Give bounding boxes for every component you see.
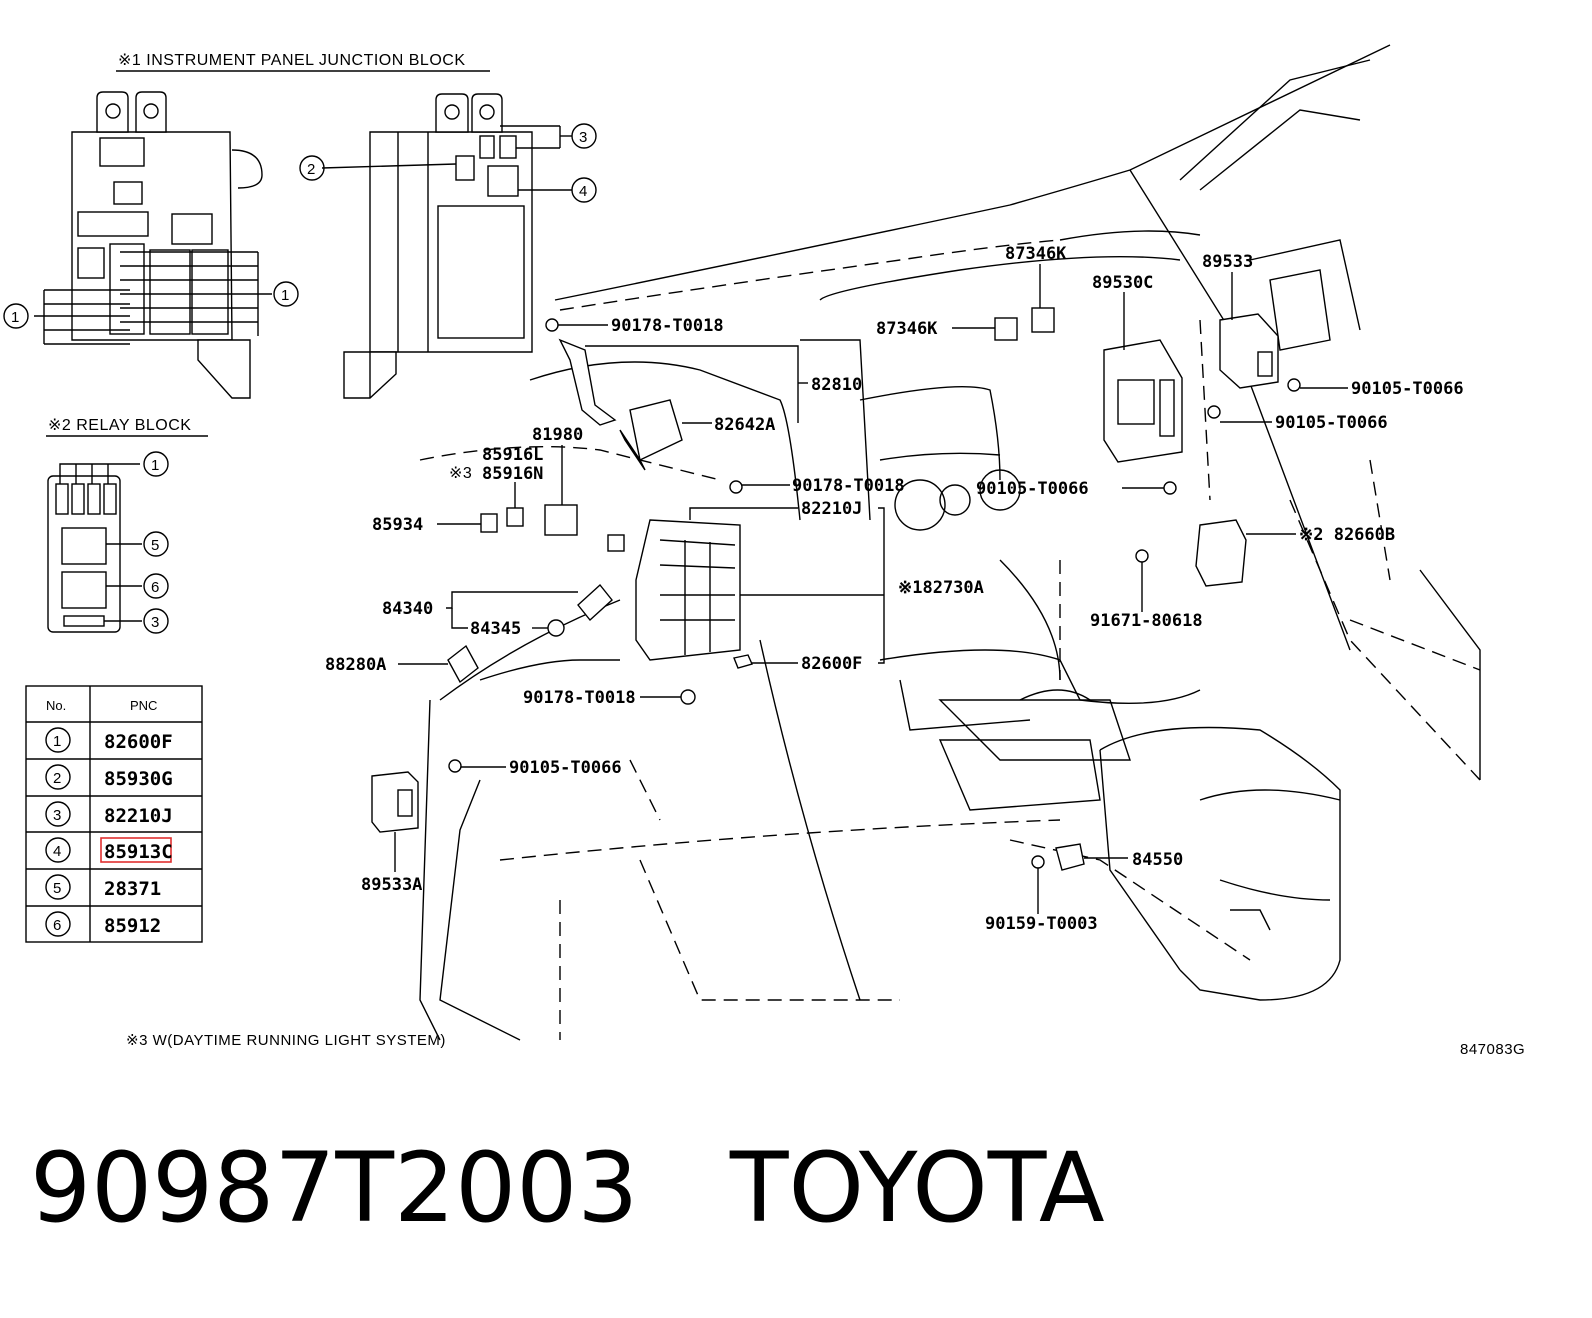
relay-85934 <box>480 513 498 533</box>
label-90105-T0066-c: 90105-T0066 <box>1275 413 1388 433</box>
junction-block-82730A <box>635 519 741 661</box>
part-84550 <box>1055 843 1085 871</box>
label-82642A: 82642A <box>714 415 775 435</box>
label-85916L: 85916L <box>482 445 543 465</box>
label-90105-T0066-b: 90105-T0066 <box>1351 379 1464 399</box>
label-90159-T0003: 90159-T0003 <box>985 914 1098 934</box>
bulb-84345 <box>547 619 565 637</box>
relay-block-82660B <box>1195 519 1247 587</box>
bolt-90105-b <box>1287 378 1301 392</box>
label-88280A: 88280A <box>325 655 386 675</box>
label-84550: 84550 <box>1132 850 1183 870</box>
callout-3-relay: 3 <box>151 614 159 631</box>
callout-1-junction-right: 1 <box>281 287 289 304</box>
label-82660B: ※2 82660B <box>1299 525 1395 545</box>
relay-82642A <box>619 399 683 471</box>
table-row-pnc: 28371 <box>104 878 161 900</box>
connector-84340 <box>577 583 613 622</box>
relay-block-heading: ※2 RELAY BLOCK <box>48 417 191 434</box>
table-row-no: 5 <box>53 880 61 897</box>
label-82210J: 82210J <box>801 499 862 519</box>
table-row-pnc: 82600F <box>104 731 173 753</box>
relay-81980 <box>544 504 578 536</box>
dashboard-outline <box>419 44 1481 1041</box>
table-row-pnc: 85912 <box>104 915 161 937</box>
part-number: 90987T2003 <box>30 1132 639 1244</box>
label-85916N: 85916N <box>482 464 543 484</box>
clip-82600F <box>733 654 753 669</box>
table-row-no: 2 <box>53 770 61 787</box>
pnc-table: No. PNC 1 82600F 2 85930G 3 82210J 4 859… <box>25 685 203 943</box>
module-89533 <box>1219 313 1279 389</box>
label-87346K-a: 87346K <box>1005 244 1067 264</box>
label-89533A: 89533A <box>361 875 422 895</box>
relay-87346K-b <box>1031 307 1055 333</box>
table-row-no: 4 <box>53 843 61 860</box>
junction-block-front-view <box>34 91 272 399</box>
table-row-no: 1 <box>53 733 61 750</box>
brand-name: TOYOTA <box>729 1132 1105 1244</box>
label-89530C: 89530C <box>1092 273 1153 293</box>
label-90105-T0066-a: 90105-T0066 <box>509 758 622 778</box>
table-row-pnc-highlighted: 85913C <box>104 841 173 863</box>
footer-title: 90987T2003 TOYOTA <box>30 1140 1105 1236</box>
bolt-90105-d <box>1163 481 1177 495</box>
bolt-91671 <box>1135 549 1149 563</box>
label-90178-T0018-c: 90178-T0018 <box>523 688 636 708</box>
bracket-82810 <box>558 338 617 426</box>
ecu-89530C <box>1103 339 1183 463</box>
table-row-no: 6 <box>53 917 61 934</box>
note-daytime-running-light: ※3 W(DAYTIME RUNNING LIGHT SYSTEM) <box>126 1032 446 1049</box>
table-header-pnc: PNC <box>130 698 157 713</box>
junction-block-heading: ※1 INSTRUMENT PANEL JUNCTION BLOCK <box>118 52 466 69</box>
table-row-no: 3 <box>53 807 61 824</box>
label-84340: 84340 <box>382 599 433 619</box>
relay-87346K-a <box>994 317 1018 341</box>
switch-88280A <box>447 644 479 684</box>
label-82730A: ※182730A <box>898 578 984 598</box>
bolt-90159 <box>1031 855 1045 869</box>
label-85934: 85934 <box>372 515 423 535</box>
label-note3-mark: ※3 <box>449 465 472 482</box>
bolt-90105-a <box>448 759 462 773</box>
nut-90178-c <box>680 689 696 705</box>
label-82600F: 82600F <box>801 654 862 674</box>
bolt-90105-c <box>1207 405 1221 419</box>
callout-3-junction: 3 <box>579 129 587 146</box>
nut-90178-b <box>729 480 743 494</box>
callout-2-junction: 2 <box>307 161 315 178</box>
label-81980: 81980 <box>532 425 583 445</box>
callout-1-relay: 1 <box>151 457 159 474</box>
label-90178-T0018-a: 90178-T0018 <box>611 316 724 336</box>
clip-icon <box>607 534 625 552</box>
label-84345: 84345 <box>470 619 521 639</box>
callout-5-relay: 5 <box>151 537 159 554</box>
leader-lines <box>394 264 1348 914</box>
table-header-no: No. <box>46 698 66 713</box>
nut-90178-a <box>545 318 559 332</box>
callout-1-junction-left: 1 <box>11 309 19 326</box>
label-87346K-b: 87346K <box>876 319 938 339</box>
highlight-box <box>100 837 172 863</box>
label-90178-T0018-b: 90178-T0018 <box>792 476 905 496</box>
computer-89533A <box>371 771 419 833</box>
table-row-pnc: 82210J <box>104 805 173 827</box>
drawing-number: 847083G <box>1460 1041 1525 1058</box>
label-90105-T0066-d: 90105-T0066 <box>976 479 1089 499</box>
label-82810: 82810 <box>811 375 862 395</box>
junction-block-rear-view <box>343 93 533 399</box>
callout-6-relay: 6 <box>151 579 159 596</box>
label-89533: 89533 <box>1202 252 1253 272</box>
relay-block-view <box>47 475 121 633</box>
callout-4-junction: 4 <box>579 183 587 200</box>
table-row-pnc: 85930G <box>104 768 173 790</box>
label-91671-80618: 91671-80618 <box>1090 611 1203 631</box>
relay-85916 <box>506 507 524 527</box>
